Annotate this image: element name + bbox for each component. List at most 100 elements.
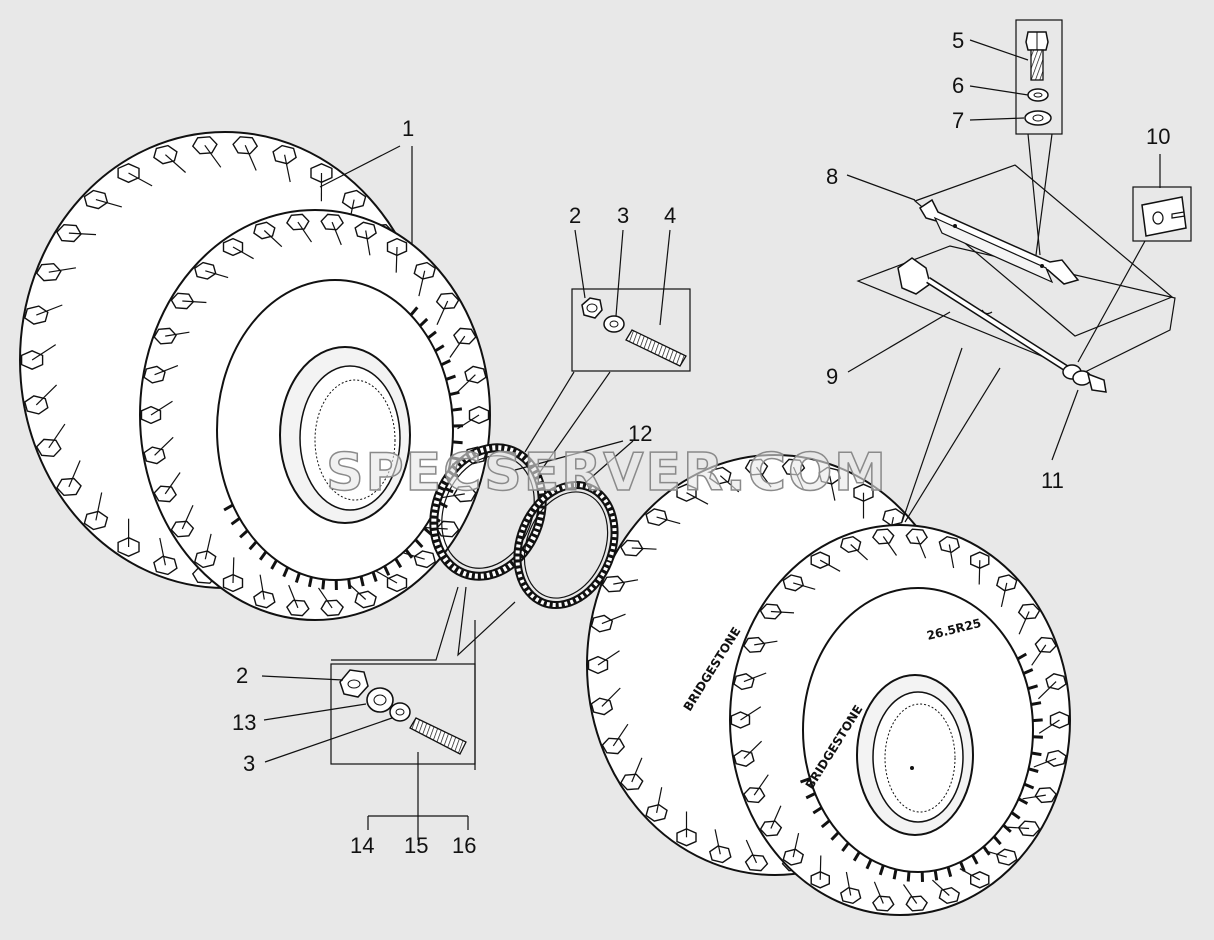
tread-groove <box>829 475 836 501</box>
sidewall-tooth <box>1010 811 1021 820</box>
tread-groove <box>456 374 476 394</box>
sidewall-tooth <box>852 851 861 862</box>
sidewall-tooth <box>282 566 290 578</box>
tread-block <box>882 508 905 527</box>
tread-groove <box>95 199 122 208</box>
tread-block <box>143 365 166 384</box>
callout-3-upper: 3 <box>617 203 629 228</box>
tread-groove <box>792 466 805 491</box>
sidewall-tooth <box>799 777 811 784</box>
tread-block <box>20 350 44 370</box>
tread-groove <box>754 640 778 646</box>
sidewall-tooth <box>449 390 460 397</box>
tread-groove <box>401 551 425 560</box>
tread-groove <box>154 436 174 456</box>
sidewall-tooth <box>1027 684 1039 691</box>
tread-groove <box>1038 719 1060 734</box>
stud-bolt-icon <box>625 329 687 367</box>
tread-block <box>413 261 437 280</box>
sidewall-tooth <box>347 578 352 590</box>
sidewall-tooth <box>440 359 451 367</box>
tread-groove <box>164 472 181 495</box>
hex-nut-icon <box>581 297 603 319</box>
tread-groove <box>770 805 782 829</box>
tread-groove <box>1005 826 1030 830</box>
sidewall-tooth <box>434 344 445 353</box>
callout-7: 7 <box>952 108 964 133</box>
tread-groove <box>613 579 639 585</box>
sidewall-tooth <box>906 871 911 882</box>
callout-13: 13 <box>232 710 256 735</box>
sidewall-tooth <box>933 870 939 881</box>
tread-block <box>354 221 377 240</box>
spacer-washer-icon <box>366 687 394 713</box>
tread-groove <box>95 492 103 521</box>
tread-block <box>232 136 259 155</box>
tread-block <box>435 292 460 310</box>
callout-9: 9 <box>826 364 838 389</box>
bolt-group <box>1015 19 1063 135</box>
tread-block <box>413 550 437 569</box>
tread-groove <box>449 335 466 358</box>
sidewall-tooth <box>1002 823 1012 833</box>
lock-ring-2 <box>513 480 619 610</box>
tread-groove <box>719 475 740 493</box>
sidewall-tooth <box>1032 735 1043 739</box>
tread-groove <box>35 384 58 406</box>
tread-groove <box>793 582 816 590</box>
hex-nut-icon <box>339 669 369 698</box>
sidewall-tooth <box>321 579 326 590</box>
right-front-tire: BRIDGESTONE BRIDGESTONE 26.5R25 <box>681 524 1071 916</box>
tread-block <box>590 614 614 633</box>
flat-washer-icon <box>1024 110 1052 126</box>
sidewall-tooth <box>414 538 424 549</box>
right-dual-tire-assembly: BRIDGESTONE BRIDGESTONE 26.5R25 <box>586 454 1071 916</box>
tread-block <box>143 446 166 465</box>
tread-block <box>782 848 805 866</box>
tread-groove <box>68 232 97 236</box>
hardware-group-upper <box>571 288 691 372</box>
tread-groove <box>631 757 643 783</box>
lock-ring-1 <box>429 443 547 581</box>
callout-16: 16 <box>452 833 476 858</box>
sidewall-tooth <box>451 407 463 412</box>
sidewall-tooth <box>992 835 1002 846</box>
tread-groove <box>48 423 66 449</box>
sidewall-tooth <box>1028 767 1039 773</box>
sidewall-tooth <box>427 330 437 340</box>
tread-groove <box>232 557 235 584</box>
sidewall-tooth <box>946 866 953 878</box>
valve-extension-group <box>856 164 1176 393</box>
tread-groove <box>1037 681 1057 700</box>
sidewall-tooth <box>830 831 840 841</box>
callout-6: 6 <box>952 73 964 98</box>
tread-groove <box>159 537 166 566</box>
callout-10: 10 <box>1146 124 1170 149</box>
washer-icon <box>603 315 625 333</box>
callout-8: 8 <box>826 164 838 189</box>
tread-groove <box>743 672 767 683</box>
tread-groove <box>31 344 57 361</box>
tread-block <box>272 144 297 165</box>
tread-groove <box>850 544 869 561</box>
tread-groove <box>1000 582 1008 608</box>
tread-groove <box>597 650 620 666</box>
tread-groove <box>903 884 918 904</box>
tread-block <box>601 737 626 755</box>
callout-2-lower: 2 <box>236 663 248 688</box>
tread-groove <box>48 267 76 273</box>
sidewall-tooth <box>230 517 241 526</box>
sidewall-tooth <box>971 854 979 865</box>
tread-groove <box>819 855 822 880</box>
sidewall-tooth <box>294 572 301 583</box>
tread-groove <box>36 304 63 316</box>
shim-plate-group <box>1132 186 1192 242</box>
stud-bolt-icon <box>409 717 467 755</box>
tread-groove <box>978 560 981 585</box>
tread-block <box>645 803 668 822</box>
watermark-text: SPECSERVER.COM <box>326 443 888 503</box>
sidewall-tooth <box>1032 718 1043 723</box>
tread-groove <box>181 504 194 530</box>
tread-groove <box>297 221 312 243</box>
sidewall-tooth <box>841 842 850 852</box>
